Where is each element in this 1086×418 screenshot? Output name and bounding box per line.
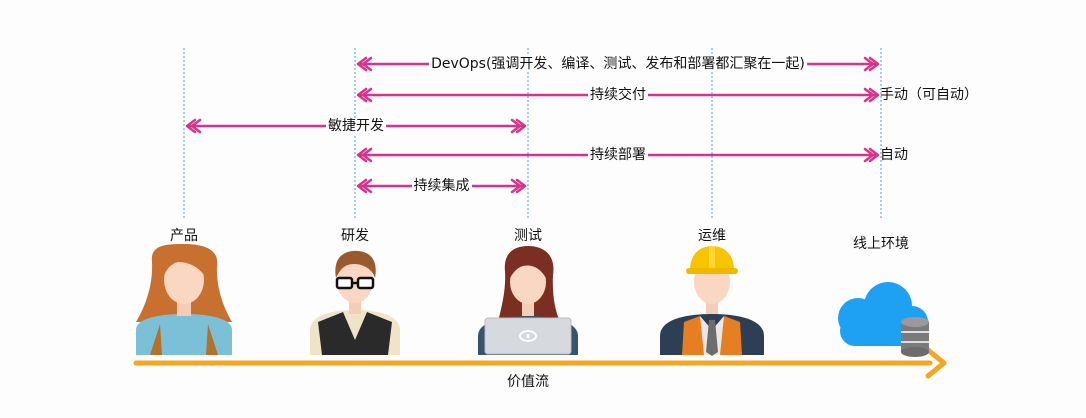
practice-label-4: 持续集成 [411,178,472,194]
arrowhead [361,178,373,194]
arrowhead [356,87,368,103]
practice-label-3: 持续部署 [588,147,648,163]
role-label-0: 产品 [170,228,198,244]
practice-arrows [185,56,880,194]
arrowhead [361,56,373,72]
role-guide-lines [183,48,882,218]
practice-note-1: 手动（可自动） [880,87,978,103]
developer-person-icon [310,250,400,355]
role-label-3: 运维 [698,228,726,244]
arrowhead [190,118,202,134]
arrowhead [863,56,875,72]
value-stream-arrow [133,347,947,379]
arrowhead [515,118,527,134]
practice-note-3: 自动 [880,147,908,163]
arrowhead [361,147,373,163]
arrowhead [185,118,197,134]
arrowhead [863,87,875,103]
role-label-4: 线上环境 [853,236,909,252]
value-stream-label: 价值流 [507,374,549,390]
arrowhead [361,87,373,103]
arrowhead [868,147,880,163]
cloud-database-icon [838,282,929,357]
arrowhead [868,56,880,72]
arrowhead [868,87,880,103]
database-icon [901,317,929,357]
product-person-icon [136,244,232,355]
arrowhead [356,178,368,194]
arrowhead [863,147,875,163]
arrowhead [356,56,368,72]
ops-person-icon [660,246,764,356]
arrowhead [510,178,522,194]
arrowhead [515,178,527,194]
practice-label-2: 敏捷开发 [326,118,386,134]
role-label-1: 研发 [341,228,369,244]
arrowhead [510,118,522,134]
practice-label-0: DevOps(强调开发、编译、测试、发布和部署都汇聚在一起) [429,56,807,72]
role-label-2: 测试 [514,228,542,244]
arrowhead [356,147,368,163]
practice-label-1: 持续交付 [588,87,648,103]
tester-person-icon [478,246,578,355]
